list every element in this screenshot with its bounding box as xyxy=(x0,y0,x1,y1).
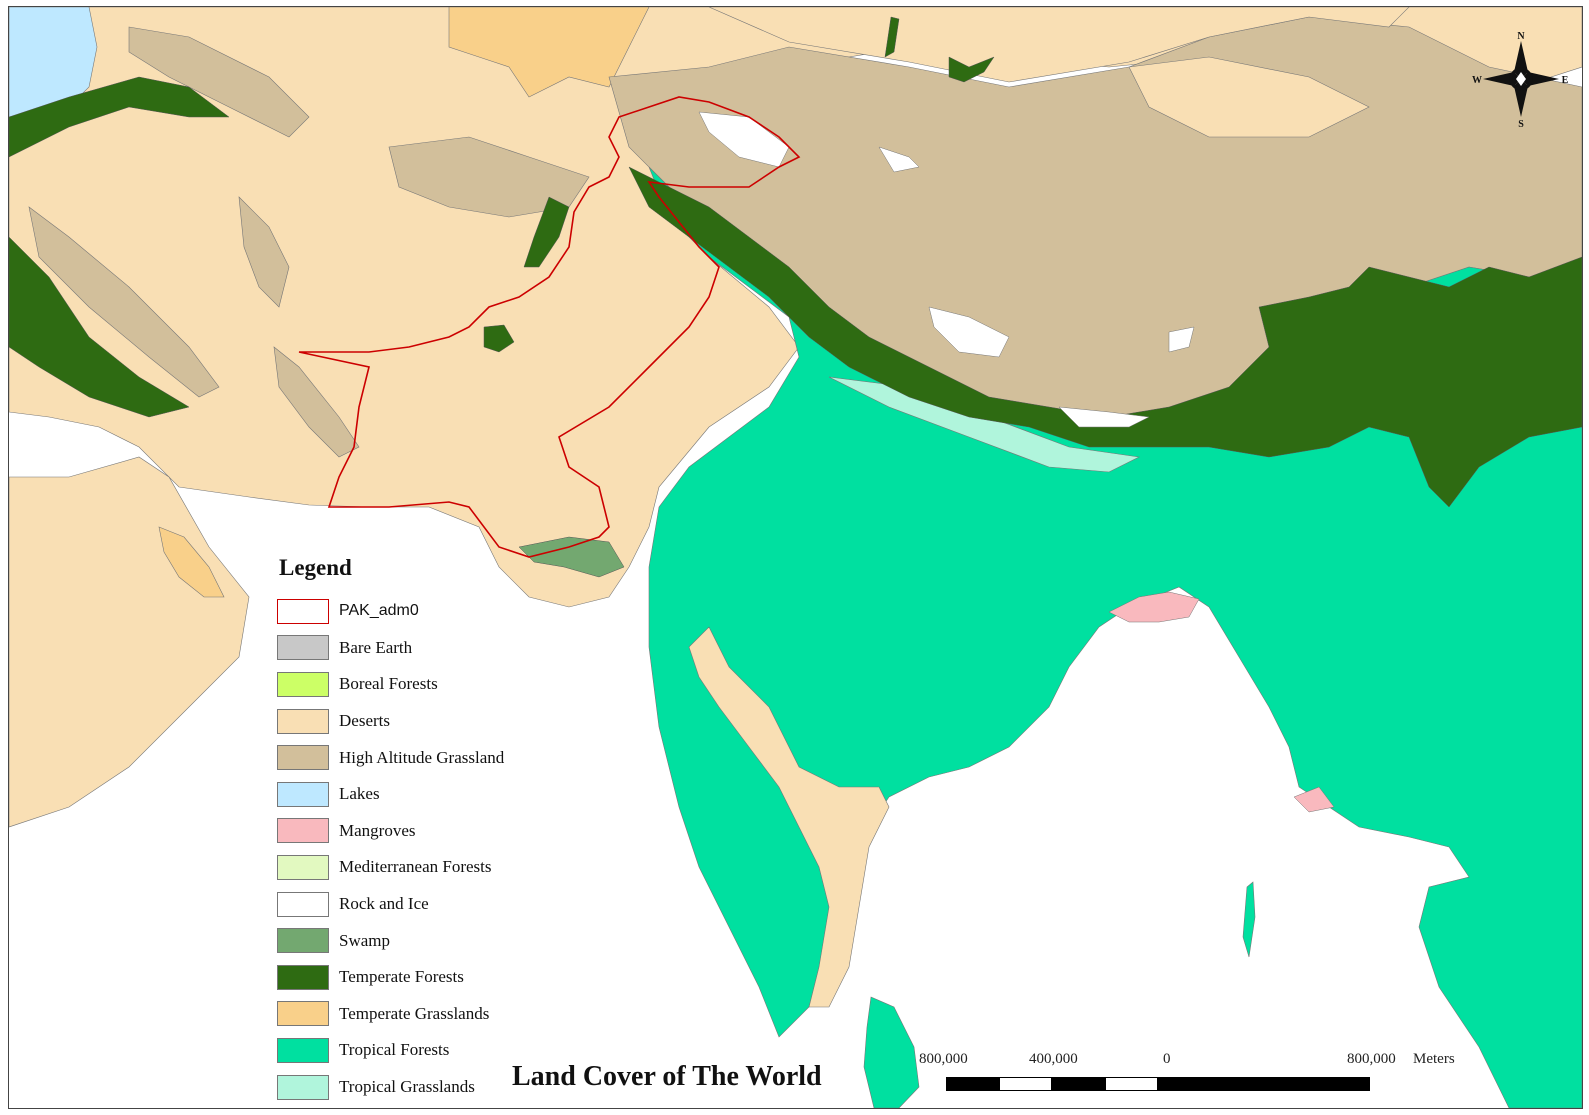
caspian-temperate-forest xyxy=(9,76,230,158)
legend-swatch xyxy=(277,928,329,954)
legend-swatch xyxy=(277,1001,329,1027)
legend-label: PAK_adm0 xyxy=(339,602,419,620)
legend-label: Rock and Ice xyxy=(339,894,429,914)
legend-item: PAK_adm0 xyxy=(277,593,537,630)
legend-label: Tropical Forests xyxy=(339,1040,450,1060)
west-label: W xyxy=(1472,75,1482,86)
small-forest-patch xyxy=(483,324,515,353)
legend-swatch xyxy=(277,818,329,844)
legend-item: Mediterranean Forests xyxy=(277,849,537,886)
north-forest-arc xyxy=(948,56,995,83)
iran-ridges xyxy=(28,206,220,398)
legend-label: Swamp xyxy=(339,930,390,950)
andaman-islands xyxy=(1242,881,1256,958)
legend-label: High Altitude Grassland xyxy=(339,747,505,767)
scale-bar: 800,000 400,000 0 800,000 Meters xyxy=(919,1051,1479,1101)
legend-item: Lakes xyxy=(277,776,537,813)
legend-item: Tropical Forests xyxy=(277,1032,537,1069)
south-label: S xyxy=(1518,119,1524,129)
legend-label: Tropical Grasslands xyxy=(339,1077,475,1097)
balochistan-ridges xyxy=(273,346,360,458)
legend-swatch xyxy=(277,708,329,734)
map-title: Land Cover of The World xyxy=(512,1061,822,1092)
zagros-ridges xyxy=(128,26,310,138)
north-label: N xyxy=(1517,31,1525,42)
north-forest-sliver xyxy=(884,16,900,58)
legend-item: Boreal Forests xyxy=(277,666,537,703)
legend-item: Swamp xyxy=(277,922,537,959)
central-ridges xyxy=(238,196,290,308)
himalaya-temperate-forest xyxy=(628,166,1582,508)
legend-swatch xyxy=(277,1037,329,1063)
tibet-desert-patch xyxy=(1128,56,1370,138)
legend-swatch xyxy=(277,635,329,661)
scale-label-800000-right: 800,000 xyxy=(1347,1051,1396,1067)
sundarbans-mangroves xyxy=(1108,591,1200,623)
sri-lanka xyxy=(863,996,920,1108)
legend-label: Temperate Grasslands xyxy=(339,1003,490,1023)
iran-temperate-forest xyxy=(9,236,190,418)
legend-title: Legend xyxy=(279,555,352,580)
scale-segment xyxy=(1052,1077,1105,1091)
tibet-desert-north xyxy=(708,7,1410,83)
legend-item: Temperate Grasslands xyxy=(277,996,537,1033)
legend-swatch xyxy=(277,781,329,807)
legend-swatch xyxy=(277,745,329,771)
scale-label-400000: 400,000 xyxy=(1029,1051,1078,1067)
legend-swatch xyxy=(277,964,329,990)
irrawaddy-mangroves xyxy=(1293,786,1335,813)
legend-label: Lakes xyxy=(339,784,380,804)
indus-swamp xyxy=(518,536,625,578)
scale-unit: Meters xyxy=(1413,1051,1455,1067)
legend-swatch xyxy=(277,598,329,624)
pakistan-boundary xyxy=(298,96,801,558)
legend-item: Mangroves xyxy=(277,813,537,850)
legend-swatch xyxy=(277,671,329,697)
legend-item: Temperate Forests xyxy=(277,959,537,996)
scale-segment xyxy=(1158,1077,1370,1091)
temperate-grassland-north xyxy=(448,7,650,98)
legend-label: Mangroves xyxy=(339,820,416,840)
legend-item: Bare Earth xyxy=(277,630,537,667)
east-label: E xyxy=(1562,75,1569,86)
scale-label-800000-left: 800,000 xyxy=(919,1051,968,1067)
legend-label: Temperate Forests xyxy=(339,967,464,987)
arabia-grassland xyxy=(158,526,225,598)
legend-item: Deserts xyxy=(277,703,537,740)
legend-item: High Altitude Grassland xyxy=(277,739,537,776)
legend-label: Mediterranean Forests xyxy=(339,857,492,877)
legend-swatch xyxy=(277,854,329,880)
legend-swatch xyxy=(277,891,329,917)
legend-item: Tropical Grasslands xyxy=(277,1069,537,1106)
scale-segment xyxy=(1105,1077,1158,1091)
scale-segment xyxy=(946,1077,999,1091)
legend-item: Rock and Ice xyxy=(277,886,537,923)
rock-ice-patches xyxy=(698,111,1195,428)
afghan-temperate-forest xyxy=(523,196,570,268)
legend-label: Bare Earth xyxy=(339,637,413,657)
land-cover-map[interactable] xyxy=(9,7,1582,1108)
legend-label: Deserts xyxy=(339,711,390,731)
north-arrow-icon: N S E W xyxy=(1472,31,1569,129)
scale-segment xyxy=(999,1077,1052,1091)
scale-label-zero: 0 xyxy=(1163,1051,1171,1067)
legend-swatch xyxy=(277,1074,329,1100)
deccan-desert xyxy=(688,626,890,1008)
legend-label: Boreal Forests xyxy=(339,674,438,694)
